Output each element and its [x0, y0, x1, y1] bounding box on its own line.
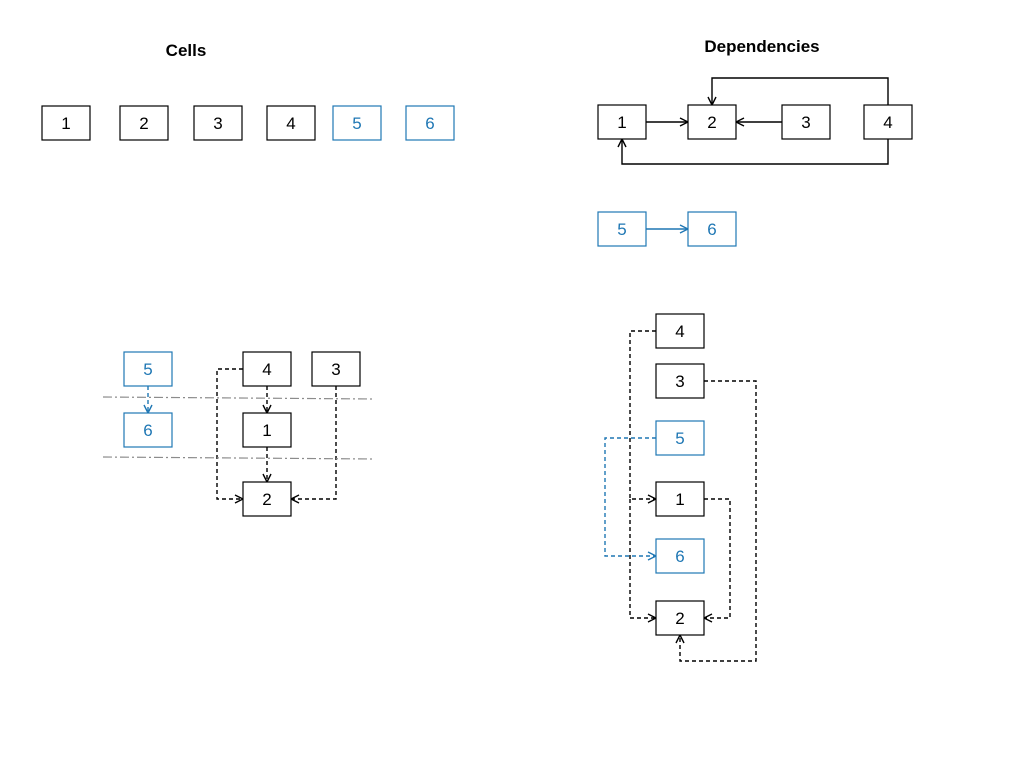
linear-cell-box: 5: [655, 420, 705, 456]
cells-row-cell-box: 5: [332, 105, 382, 141]
dependencies-title: Dependencies: [704, 37, 819, 56]
levels-cell-label: 4: [262, 360, 271, 379]
linear-cell-box: 6: [655, 538, 705, 574]
boxes-layer: 1 2 3 4 5 6 1 2 3 4 5 6 1 2 3 4 5 6 4 3 5 1 6 2: [41, 104, 913, 636]
level-separator: [102, 396, 374, 400]
linear-cell-label: 1: [675, 490, 684, 509]
linear-dependency-arrow: [629, 330, 656, 499]
graph-cell-box: 4: [863, 104, 913, 140]
linear-cell-label: 3: [675, 372, 684, 391]
graph-cell-box: 5: [597, 211, 647, 247]
linear-cell-box: 2: [655, 600, 705, 636]
graph-cell-label: 4: [883, 113, 892, 132]
levels-dependency-arrow: [216, 368, 243, 499]
levels-cell-box: 1: [242, 412, 292, 448]
cells-row-cell-label: 1: [61, 114, 70, 133]
levels-dependency-arrow: [291, 386, 337, 499]
cells-row-cell-label: 4: [286, 114, 295, 133]
graph-cell-box: 6: [687, 211, 737, 247]
cells-row-cell-box: 6: [405, 105, 455, 141]
linear-cell-label: 2: [675, 609, 684, 628]
levels-cell-box: 2: [242, 481, 292, 517]
linear-dependency-arrow: [680, 380, 757, 662]
edges-layer: [148, 77, 889, 662]
level-separator: [102, 456, 374, 460]
levels-cell-box: 6: [123, 412, 173, 448]
linear-cell-box: 4: [655, 313, 705, 349]
graph-cell-box: 3: [781, 104, 831, 140]
cells-row-cell-box: 3: [193, 105, 243, 141]
graph-dependency-arrow: [712, 77, 889, 105]
graph-cell-label: 5: [617, 220, 626, 239]
graph-cell-label: 6: [707, 220, 716, 239]
linear-dependency-arrow: [629, 499, 656, 618]
graph-cell-box: 2: [687, 104, 737, 140]
linear-dependency-arrow: [704, 498, 731, 618]
linear-cell-label: 5: [675, 429, 684, 448]
graph-cell-box: 1: [597, 104, 647, 140]
cells-row-cell-label: 3: [213, 114, 222, 133]
cells-row-cell-box: 2: [119, 105, 169, 141]
graph-cell-label: 1: [617, 113, 626, 132]
cells-row-cell-label: 5: [352, 114, 361, 133]
linear-cell-label: 6: [675, 547, 684, 566]
levels-cell-label: 3: [331, 360, 340, 379]
cells-row-cell-box: 1: [41, 105, 91, 141]
cells-row-cell-box: 4: [266, 105, 316, 141]
levels-cell-box: 4: [242, 351, 292, 387]
linear-cell-label: 4: [675, 322, 684, 341]
levels-cell-label: 5: [143, 360, 152, 379]
linear-cell-box: 3: [655, 363, 705, 399]
levels-cell-label: 2: [262, 490, 271, 509]
graph-cell-label: 3: [801, 113, 810, 132]
cells-title: Cells: [166, 41, 207, 60]
separators-layer: [102, 396, 374, 460]
graph-cell-label: 2: [707, 113, 716, 132]
cells-row-cell-label: 2: [139, 114, 148, 133]
linear-cell-box: 1: [655, 481, 705, 517]
levels-cell-box: 5: [123, 351, 173, 387]
cells-row-cell-label: 6: [425, 114, 434, 133]
levels-cell-label: 6: [143, 421, 152, 440]
levels-cell-box: 3: [311, 351, 361, 387]
graph-dependency-arrow: [622, 139, 889, 165]
levels-cell-label: 1: [262, 421, 271, 440]
